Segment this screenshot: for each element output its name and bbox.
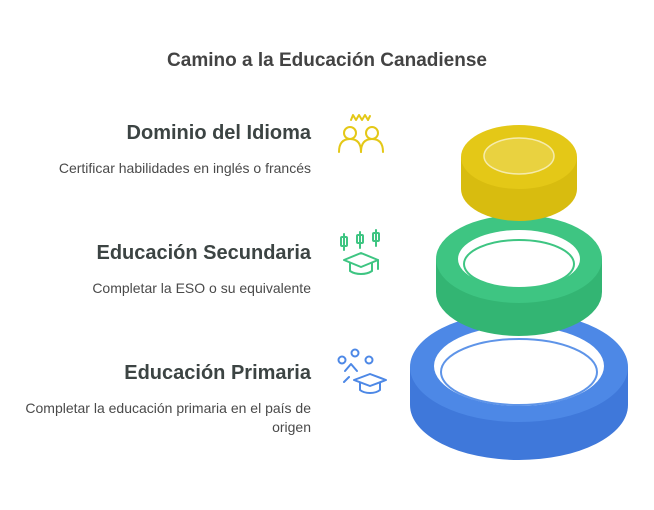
step-language: Dominio del Idioma Certificar habilidade… bbox=[11, 121, 311, 178]
step-primary: Educación Primaria Completar la educació… bbox=[1, 361, 311, 437]
step-description: Certificar habilidades en inglés o franc… bbox=[58, 160, 311, 176]
step-heading: Dominio del Idioma bbox=[126, 122, 311, 144]
step-description: Completar la ESO o su equivalente bbox=[92, 280, 311, 296]
ring-secondary bbox=[436, 215, 602, 336]
ring-primary bbox=[410, 312, 628, 460]
graduation-cap-network-icon bbox=[337, 348, 387, 394]
diagram-title: Camino a la Educación Canadiense bbox=[167, 50, 487, 71]
graduation-cap-chart-icon bbox=[340, 229, 380, 275]
ring-language bbox=[461, 125, 577, 221]
step-secondary: Educación Secundaria Completar la ESO o … bbox=[11, 241, 311, 298]
people-icon bbox=[338, 114, 384, 153]
step-description: Completar la educación primaria en el pa… bbox=[25, 400, 311, 435]
step-heading: Educación Primaria bbox=[124, 362, 311, 384]
step-heading: Educación Secundaria bbox=[96, 242, 311, 264]
